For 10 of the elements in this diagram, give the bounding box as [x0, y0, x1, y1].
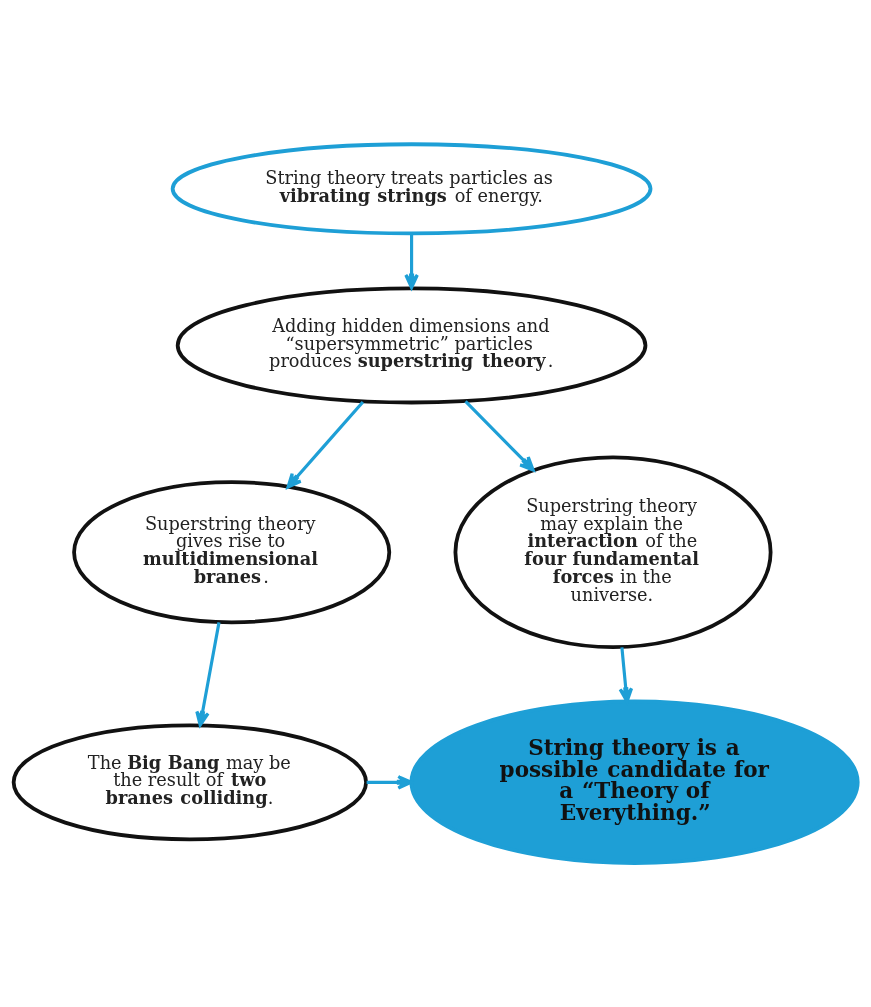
arrow	[464, 400, 535, 472]
node-ellipse: Adding hidden dimensions and “supersymmetric” particles produces superstring theory.	[175, 286, 648, 405]
node-ellipse: String theory treats particles as vibrating strings of energy.	[170, 142, 653, 236]
arrow	[366, 775, 413, 790]
arrow	[195, 622, 221, 727]
arrow	[286, 400, 365, 489]
node-ellipse: String theory is a possible candidate for a “Theory of Everything.”	[409, 699, 860, 865]
node-ellipse: Superstring theory gives rise to multidimensional branes.	[72, 480, 392, 625]
node-ellipse: The Big Bang may be the result of two branes colliding.	[11, 723, 368, 842]
arrow	[404, 233, 419, 290]
